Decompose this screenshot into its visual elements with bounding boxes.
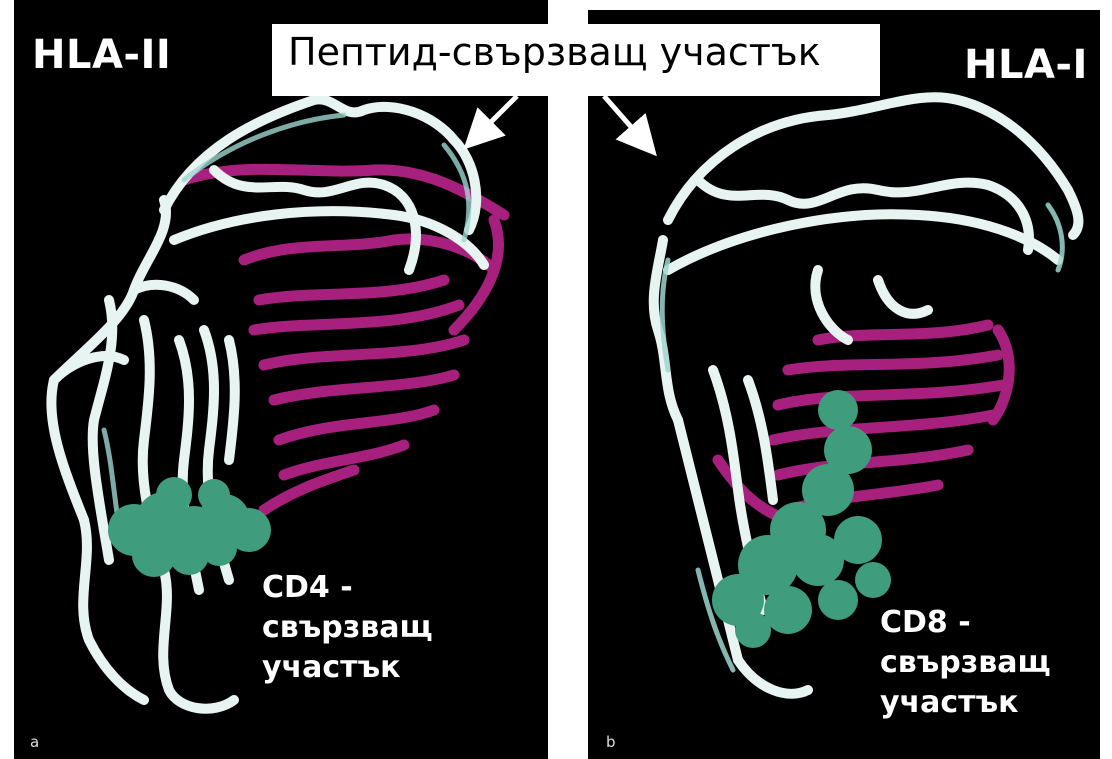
cd8-label-line1: CD8 - bbox=[880, 603, 1051, 643]
cd4-binding-site-label: CD4 - свързващ участък bbox=[262, 568, 433, 688]
cd8-binding-site-label: CD8 - свързващ участък bbox=[880, 603, 1051, 723]
arrow-to-hla-i-groove bbox=[604, 96, 647, 145]
panel-letter-b: b bbox=[606, 733, 616, 751]
cd4-label-line3: участък bbox=[262, 648, 433, 688]
cd8-label-line2: свързващ bbox=[880, 643, 1051, 683]
arrow-to-hla-ii-groove bbox=[474, 96, 517, 139]
cd4-label-line2: свързващ bbox=[262, 608, 433, 648]
panel-letter-a: a bbox=[30, 733, 39, 751]
cd8-label-line3: участък bbox=[880, 683, 1051, 723]
cd4-label-line1: CD4 - bbox=[262, 568, 433, 608]
